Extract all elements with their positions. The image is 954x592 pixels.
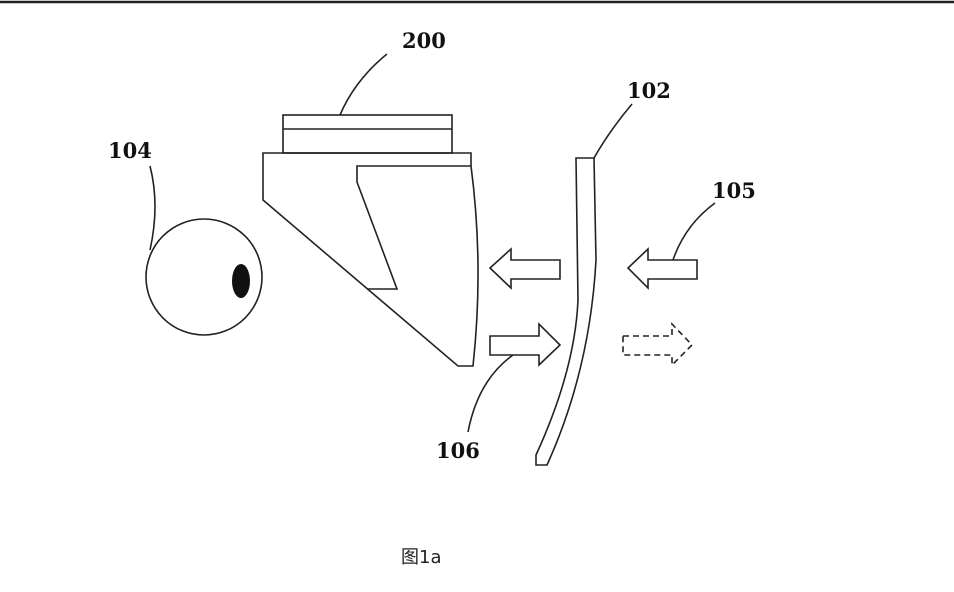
- leader-200: [339, 53, 388, 116]
- prism-inner-surface: [356, 165, 471, 290]
- transmitted-light-dashed-arrow-icon: [622, 322, 694, 367]
- prism-body: [262, 152, 479, 367]
- leader-104: [149, 165, 156, 251]
- eye-104: [145, 218, 263, 336]
- figure-caption: 图1a: [401, 547, 442, 568]
- pupil: [232, 264, 250, 298]
- display-module-200: [262, 114, 479, 367]
- top-plate: [282, 114, 453, 154]
- image-light-arrow-icon: [489, 322, 562, 367]
- label-200: 200: [402, 28, 446, 53]
- ambient-light-arrow-icon: [626, 247, 698, 290]
- label-106: 106: [436, 438, 480, 463]
- leader-105: [672, 202, 716, 261]
- label-105: 105: [712, 178, 756, 203]
- reflected-ambient-arrow-icon: [488, 247, 561, 290]
- leader-102: [593, 103, 633, 159]
- label-102: 102: [627, 78, 671, 103]
- leader-106: [467, 354, 514, 433]
- combiner-102: [535, 157, 597, 466]
- label-104: 104: [108, 138, 152, 163]
